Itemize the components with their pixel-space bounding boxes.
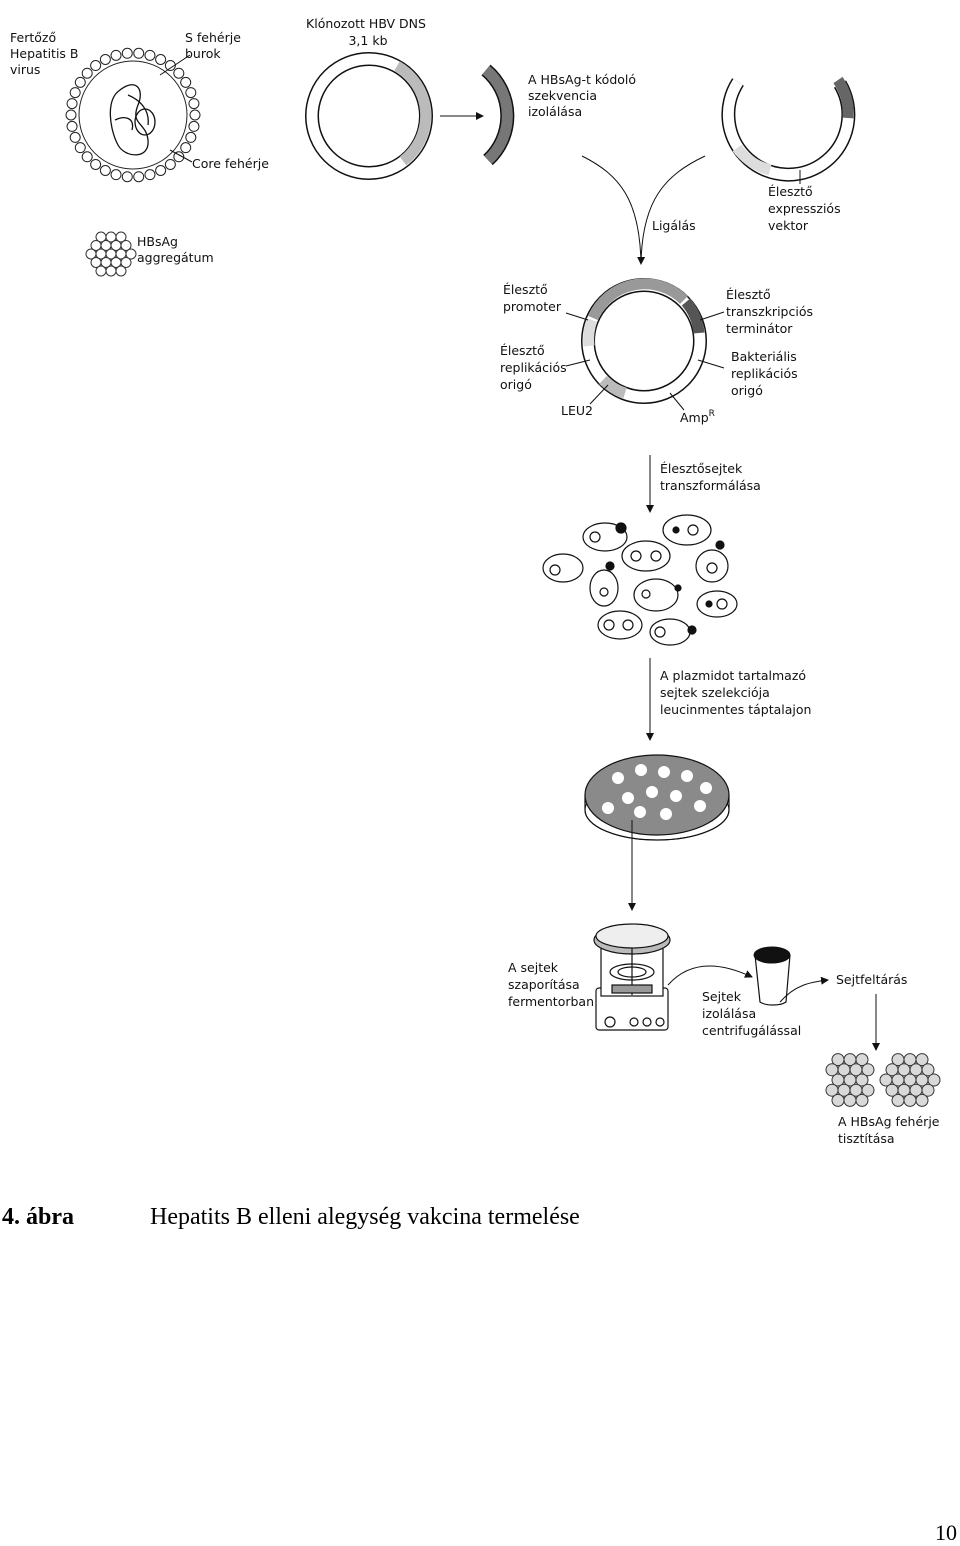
leu2-label: LEU2: [561, 403, 593, 418]
figure-title: Hepatits B elleni alegység vakcina terme…: [150, 1204, 580, 1230]
amp-label: AmpR: [680, 409, 715, 425]
cell-lysis-label: Sejtfeltárás: [836, 972, 907, 987]
hbsag-aggregate-label: HBsAg aggregátum: [137, 234, 214, 265]
recombinant-plasmid-icon: [581, 278, 707, 404]
core-protein-label: Core fehérje: [192, 156, 269, 171]
virus-label: Fertőző Hepatitis B virus: [10, 30, 82, 77]
hbsag-aggregate-icon: [85, 231, 137, 277]
yeast-expression-vector-icon: [721, 76, 856, 184]
page-number: 10: [935, 1520, 957, 1545]
yeast-cells-icon: [542, 514, 738, 646]
figure-number: 4. ábra: [2, 1204, 74, 1230]
purified-hbsag-aggregate-icon: [825, 1053, 875, 1107]
yeast-origin-label: Élesztő replikációs origó: [500, 343, 571, 392]
yeast-vector-label: Élesztő expressziós vektor: [768, 184, 845, 233]
purified-hbsag-aggregate-icon: [879, 1053, 941, 1107]
isolation-label: A HBsAg-t kódoló szekvencia izolálása: [528, 72, 640, 119]
bacterial-origin-label: Bakteriális replikációs origó: [731, 349, 802, 398]
ligation-label: Ligálás: [652, 218, 696, 233]
yeast-promoter-label: Élesztő promoter: [503, 282, 562, 314]
fermentor-icon: [593, 923, 671, 1031]
cloned-dna-label: Klónozott HBV DNS 3,1 kb: [306, 16, 430, 48]
yeast-terminator-label: Élesztő transzkripciós terminátor: [726, 287, 817, 336]
s-protein-label: S fehérje burok: [185, 30, 245, 61]
transformation-label: Élesztősejtek transzformálása: [660, 461, 761, 493]
hbv-virus-particle-icon: [65, 47, 201, 183]
centrifuge-tube-icon: [753, 946, 791, 1006]
centrifuge-label: Sejtek izolálása centrifugálással: [702, 989, 801, 1038]
fermentor-label: A sejtek szaporítása fermentorban: [508, 960, 594, 1009]
selection-label: A plazmidot tartalmazó sejtek szelekciój…: [660, 668, 811, 717]
purification-label: A HBsAg fehérje tisztítása: [838, 1114, 943, 1146]
petri-dish-icon: [584, 754, 730, 841]
cloned-hbv-dna-ring-icon: [305, 52, 433, 180]
hbv-vaccine-production-diagram: Fertőző Hepatitis B virus S fehérje buro…: [10, 16, 943, 1146]
